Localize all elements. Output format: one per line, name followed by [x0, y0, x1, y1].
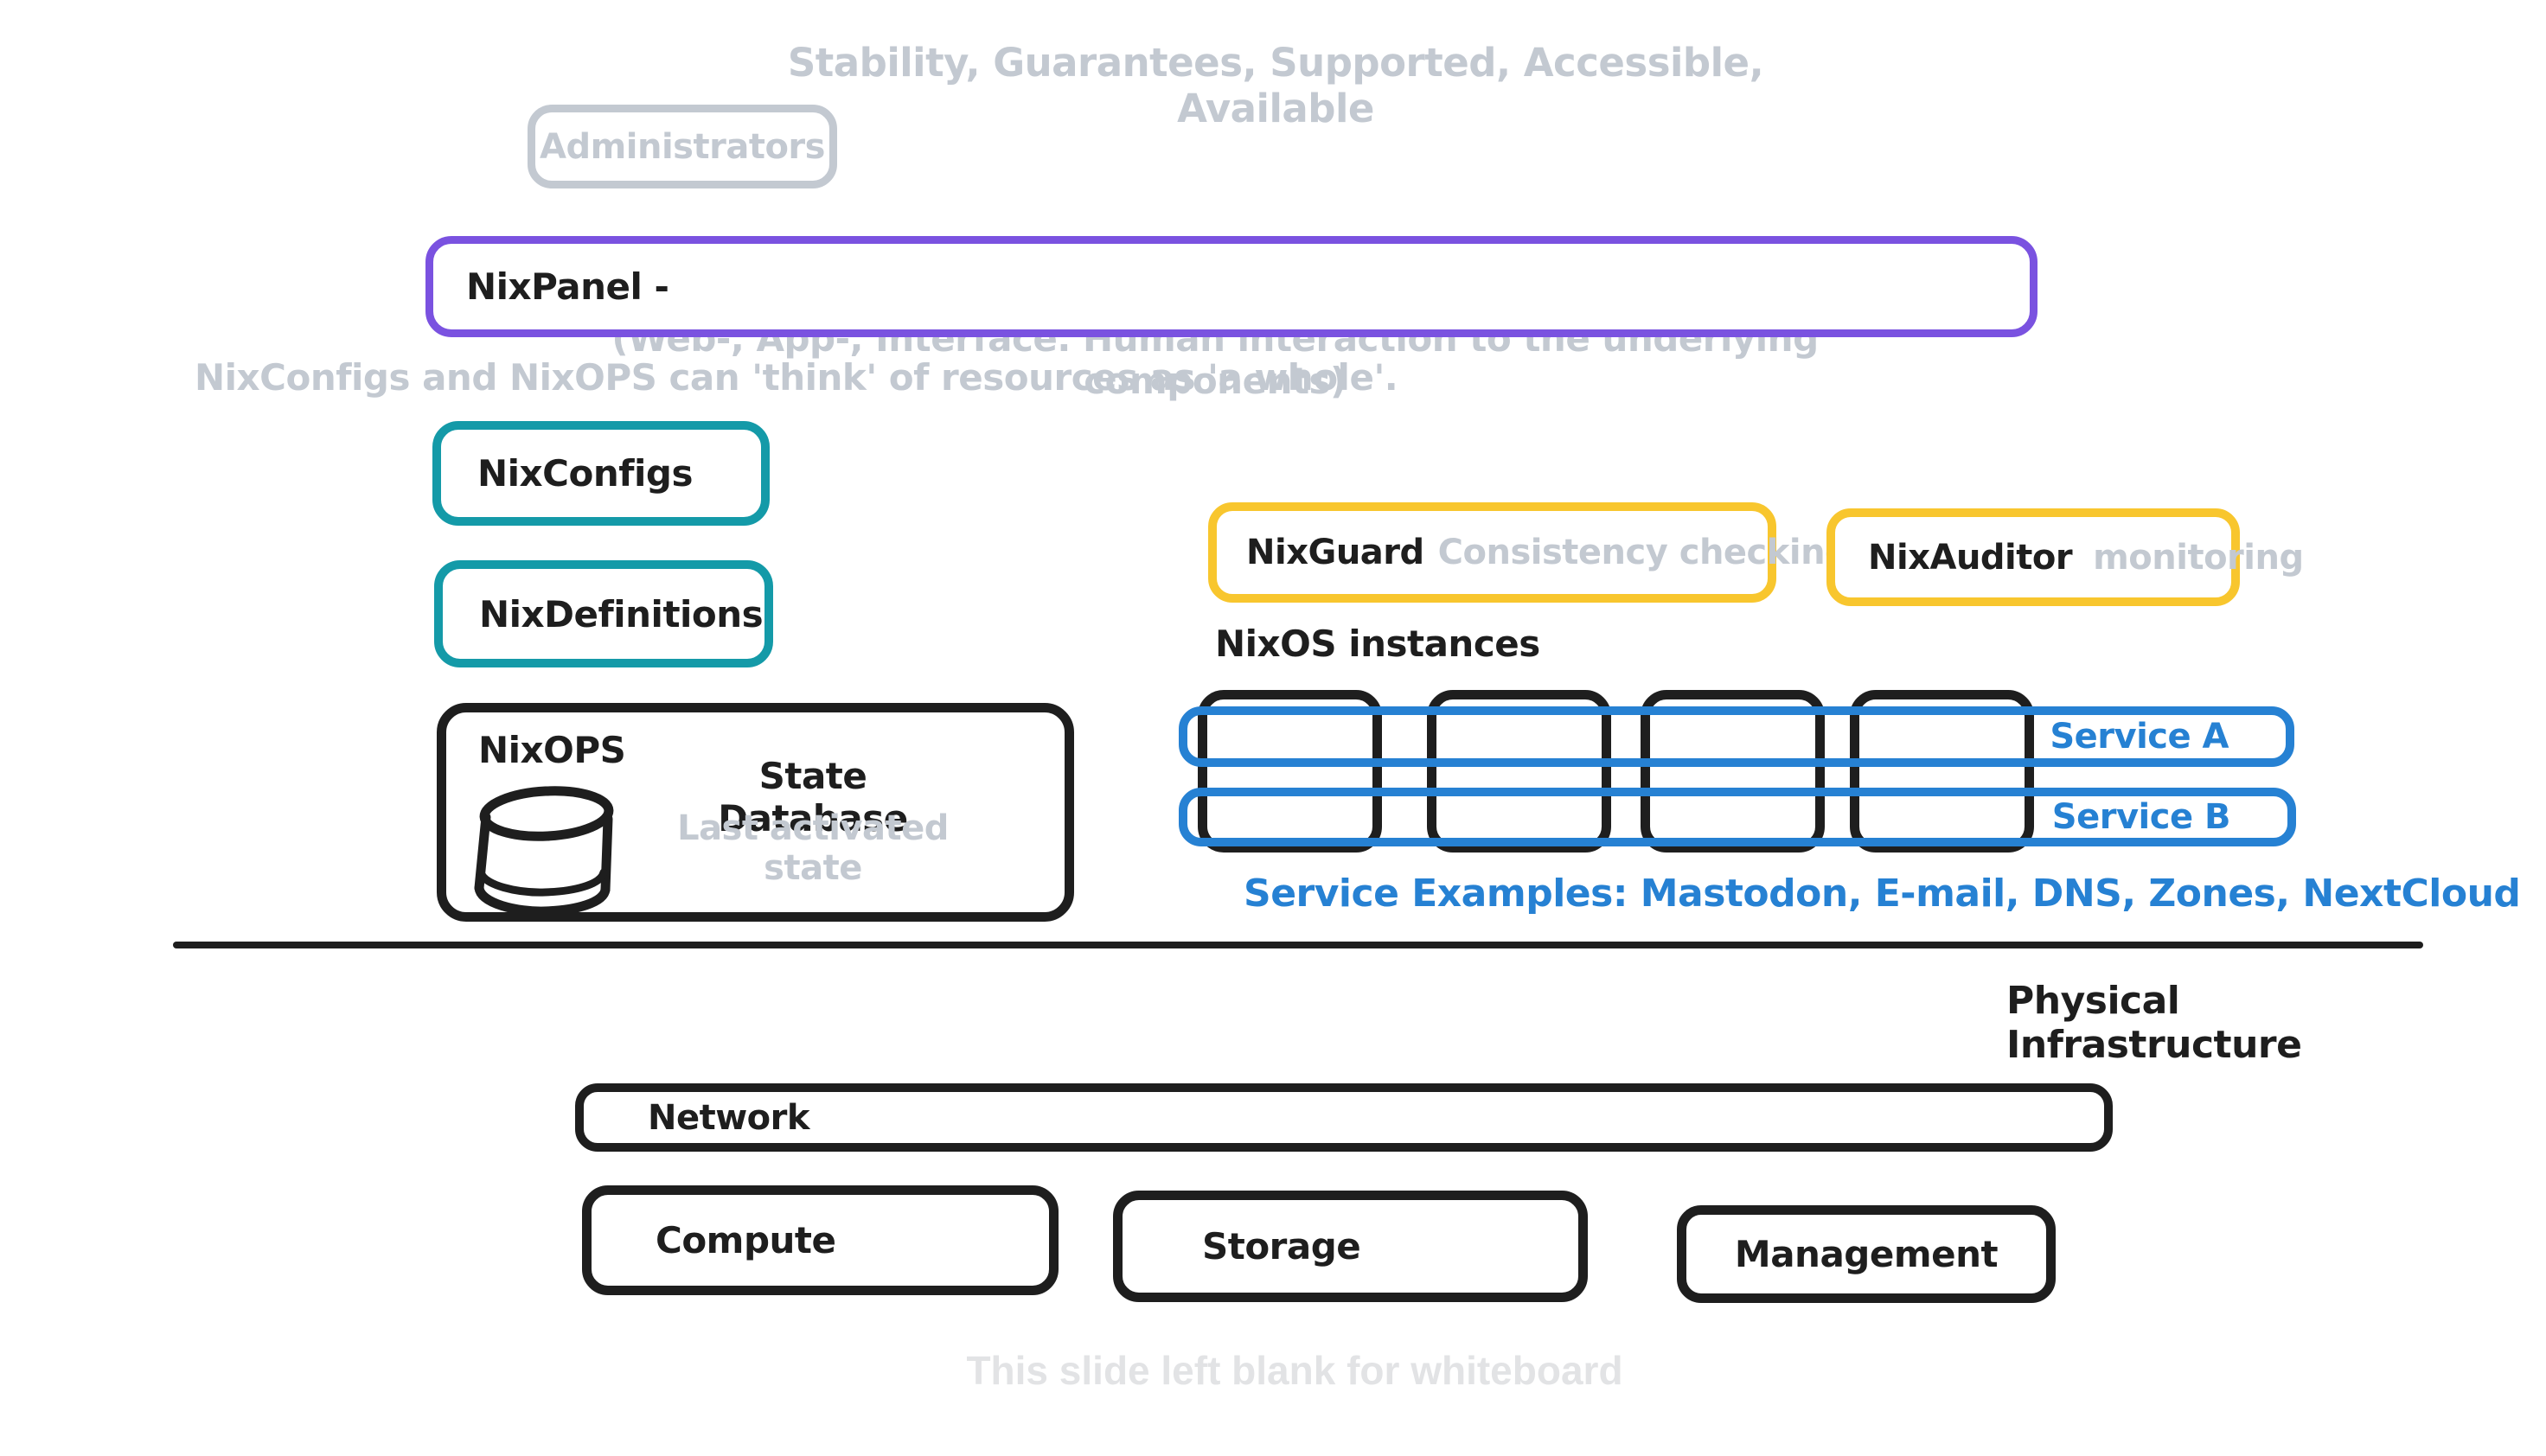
- storage-label: Storage: [1202, 1225, 1361, 1268]
- service-b-label: Service B: [2051, 797, 2231, 837]
- management-label: Management: [1734, 1233, 1999, 1275]
- administrators-box: Administrators: [528, 105, 837, 188]
- database-icon: [467, 782, 623, 921]
- service-b-bar: Service B: [1179, 788, 2296, 846]
- administrators-label: Administrators: [540, 126, 825, 167]
- nixauditor-label: NixAuditor: [1868, 537, 2073, 578]
- whiteboard-note: This slide left blank for whiteboard: [966, 1348, 1623, 1393]
- state-database-title: State Database: [718, 755, 908, 840]
- nixconfigs-box: NixConfigs: [432, 421, 770, 526]
- compute-label: Compute: [656, 1219, 836, 1261]
- nixops-box: [437, 703, 1074, 922]
- nixguard-box: NixGuard Consistency checking: [1208, 502, 1850, 603]
- last-activated-subtitle: Last activated state: [677, 808, 949, 888]
- service-a-label: Service A: [2050, 717, 2229, 757]
- compute-box: Compute: [582, 1185, 1059, 1295]
- nixauditor-note: monitoring: [2093, 537, 2304, 578]
- nixpanel-label: NixPanel -: [466, 265, 669, 308]
- nixdefinitions-box: NixDefinitions: [434, 560, 773, 667]
- storage-box: Storage: [1113, 1191, 1588, 1302]
- nixauditor-box: NixAuditor monitoring: [1826, 508, 2304, 606]
- nixguard-note: Consistency checking: [1437, 533, 1850, 572]
- nixos-instance-box: [1198, 690, 1382, 853]
- infrastructure-divider-line: [173, 942, 2423, 948]
- nixpanel-box: NixPanel -: [425, 236, 2037, 337]
- nixos-instances-label: NixOS instances: [1215, 623, 1540, 665]
- physical-infrastructure-label: Physical Infrastructure: [2006, 979, 2302, 1067]
- service-examples-caption: Service Examples: Mastodon, E-mail, DNS,…: [1244, 872, 2521, 916]
- nixops-label: NixOPS: [478, 729, 626, 771]
- nixconfigs-label: NixConfigs: [477, 452, 693, 495]
- nixguard-label: NixGuard: [1246, 533, 1424, 572]
- nixos-instance-box: [1641, 690, 1825, 853]
- nixos-instance-box: [1850, 690, 2034, 853]
- network-label: Network: [648, 1097, 810, 1138]
- network-box: Network: [575, 1083, 2113, 1152]
- stability-caption: Stability, Guarantees, Supported, Access…: [787, 40, 1764, 131]
- configs-note: NixConfigs and NixOPS can 'think' of res…: [195, 356, 1398, 399]
- nixdefinitions-label: NixDefinitions: [479, 592, 764, 635]
- service-a-bar: Service A: [1179, 706, 2294, 767]
- nixos-instance-box: [1427, 690, 1611, 853]
- management-box: Management: [1677, 1205, 2056, 1303]
